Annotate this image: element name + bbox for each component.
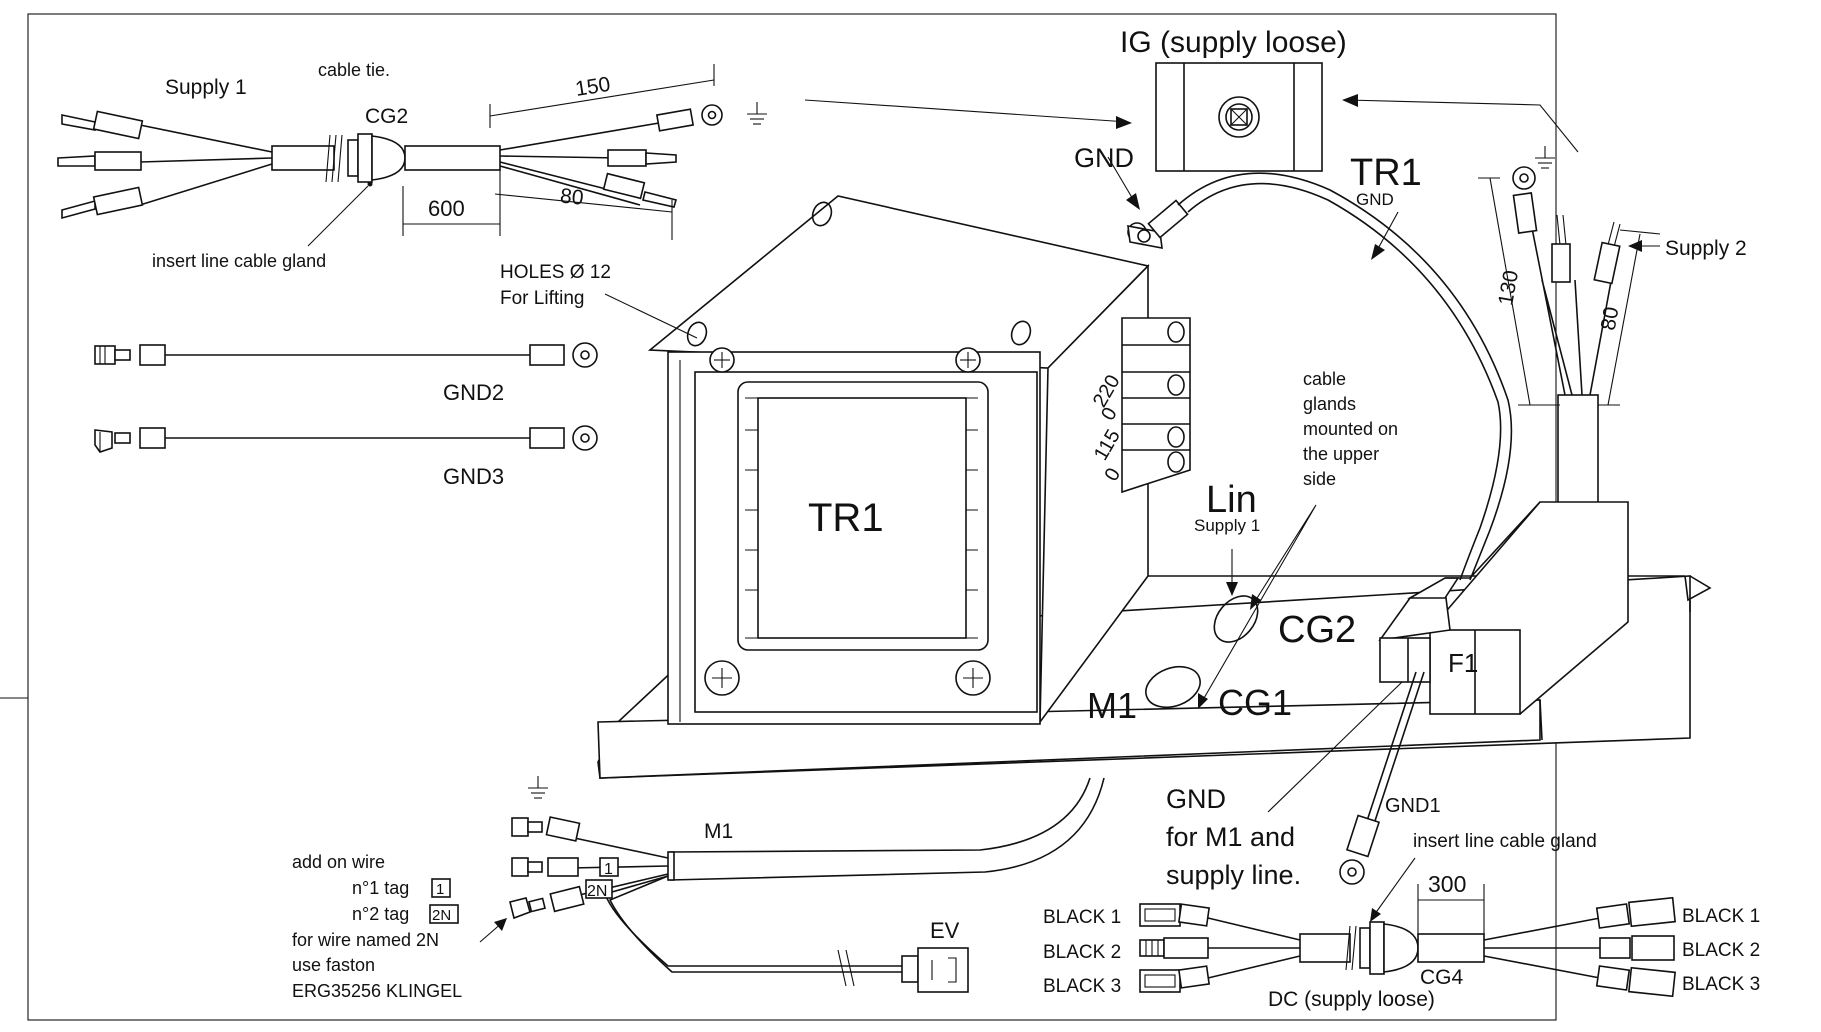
lin-label: Lin — [1206, 479, 1257, 521]
m1-cable — [479, 776, 1105, 993]
tr1-core-label: TR1 — [808, 496, 884, 540]
cg1-board-label: CG1 — [1218, 682, 1292, 723]
tag-2n-label: 2N — [587, 883, 607, 900]
cg1-hole — [1145, 665, 1201, 709]
gnd-m1-label-1: GND — [1166, 784, 1226, 814]
m1-board-label: M1 — [1087, 685, 1137, 726]
gnd3-wire — [94, 425, 598, 453]
cable-tie-label: cable tie. — [318, 60, 390, 80]
cg4-label: CG4 — [1420, 966, 1464, 989]
supply2-cable — [1478, 146, 1661, 504]
dim-150-label: 150 — [574, 73, 612, 101]
dc-cable — [1139, 857, 1677, 998]
gnd-m1-label-2: for M1 and — [1166, 822, 1295, 852]
note-line-3: n°2 tag — [352, 904, 409, 924]
cable-glands-label-5: side — [1303, 469, 1336, 489]
dim-600-label: 600 — [428, 196, 465, 221]
note-tag1-label: 1 — [436, 881, 444, 898]
f1-label: F1 — [1448, 648, 1478, 678]
supply1-label: Supply 1 — [165, 76, 247, 99]
dim-80-label: 80 — [559, 184, 585, 209]
ig-switch — [804, 62, 1579, 172]
tag-1-label: 1 — [604, 861, 613, 878]
lifting-label: For Lifting — [500, 288, 584, 309]
cable-glands-leaders — [1199, 504, 1317, 706]
note-line-1: add on wire — [292, 852, 385, 872]
supply2-label: Supply 2 — [1665, 237, 1747, 260]
gnd-m1-label-3: supply line. — [1166, 860, 1301, 890]
lin-supply-label: Supply 1 — [1194, 516, 1260, 535]
note-line-5: use faston — [292, 955, 375, 975]
tr1-gnd-sub-label: GND — [1356, 190, 1394, 209]
dim-80-right-label: 80 — [1597, 305, 1624, 332]
supply1-cable — [57, 64, 767, 247]
note-tag2-label: 2N — [432, 907, 451, 924]
black3-right-label: BLACK 3 — [1682, 974, 1760, 995]
note-tag2-box — [429, 904, 459, 924]
note-line-6: ERG35256 KLINGEL — [292, 981, 462, 1001]
holes-leader — [604, 293, 698, 339]
gnd-top-label: GND — [1074, 143, 1134, 173]
gnd-tr1-wire — [1107, 156, 1513, 581]
black1-right-label: BLACK 1 — [1682, 906, 1760, 927]
black3-left-label: BLACK 3 — [1043, 976, 1121, 997]
transformer-tr1 — [647, 195, 1191, 725]
gnd1-wire — [1339, 671, 1425, 885]
note-line-4: for wire named 2N — [292, 930, 439, 950]
gnd3-label: GND3 — [443, 464, 504, 489]
gnd-m1-leader — [1267, 681, 1403, 813]
cable-glands-label-1: cable — [1303, 369, 1346, 389]
note-tag1-box — [431, 878, 451, 898]
holes-label: HOLES Ø 12 — [500, 262, 611, 283]
tr1-right-label: TR1 — [1350, 152, 1422, 194]
black2-right-label: BLACK 2 — [1682, 940, 1760, 961]
ig-label: IG (supply loose) — [1120, 26, 1347, 59]
insert-gland-bottom-label: insert line cable gland — [1413, 831, 1597, 852]
m1-cable-label: M1 — [704, 820, 733, 843]
gnd2-label: GND2 — [443, 380, 504, 405]
cable-glands-label-2: glands — [1303, 394, 1356, 414]
fuse-f1 — [1378, 501, 1629, 716]
ev-label: EV — [930, 918, 960, 943]
black2-left-label: BLACK 2 — [1043, 942, 1121, 963]
gnd1-label: GND1 — [1385, 795, 1441, 817]
dim-130-label: 130 — [1494, 269, 1523, 308]
cg2-board-label: CG2 — [1278, 609, 1356, 651]
black1-left-label: BLACK 1 — [1043, 907, 1121, 928]
cg2-cable-label: CG2 — [365, 105, 408, 128]
gnd2-wire — [94, 342, 598, 368]
note-line-2: n°1 tag — [352, 878, 409, 898]
dc-label: DC (supply loose) — [1268, 988, 1435, 1011]
cable-glands-label-4: the upper — [1303, 444, 1379, 464]
insert-gland-label: insert line cable gland — [152, 251, 326, 271]
cable-glands-label-3: mounted on — [1303, 419, 1398, 439]
dim-300-label: 300 — [1428, 871, 1466, 897]
